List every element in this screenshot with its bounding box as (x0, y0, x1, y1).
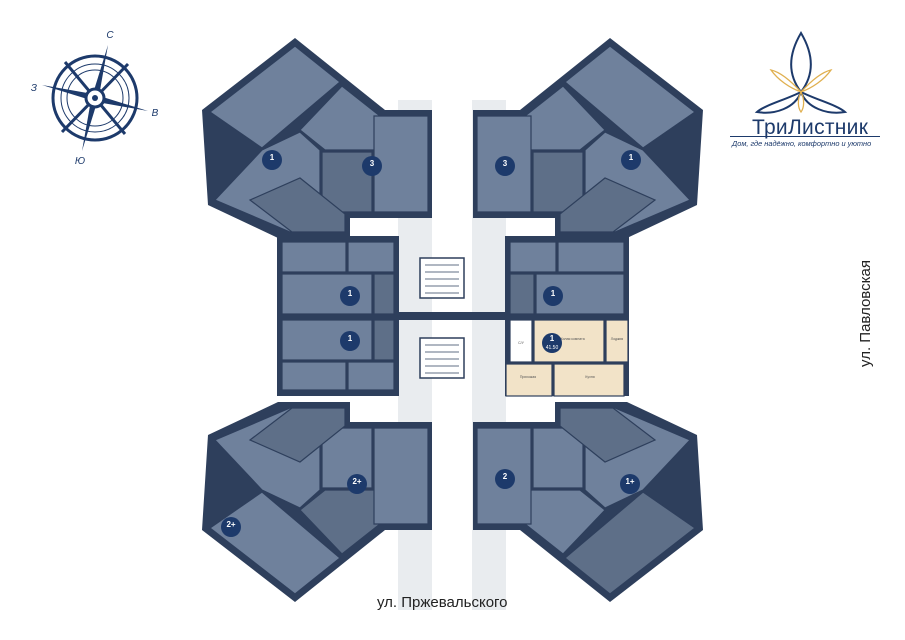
apartment-badge[interactable] (542, 333, 562, 353)
apartment-rooms: 1 (348, 289, 353, 298)
wing-bottom-right (473, 402, 703, 602)
apartment-badge[interactable]: 1 (621, 150, 641, 170)
street-label-right: ул. Павловская (856, 260, 874, 367)
bathroom-label: С/У (518, 341, 525, 345)
kitchen-label: Кухня (585, 375, 594, 379)
street-label-bottom: ул. Пржевальского (377, 594, 508, 611)
logo-tagline: Дом, где надёжно, комфортно и уютно (732, 139, 872, 148)
apartment-rooms: 1+ (625, 477, 634, 486)
bathroom[interactable] (509, 319, 533, 363)
apartment-rooms: 1 (348, 334, 353, 343)
apartment-badge[interactable]: 3 (362, 156, 382, 176)
kitchen[interactable] (553, 363, 625, 397)
apartment-rooms: 1 (551, 289, 556, 298)
apartment-badge[interactable]: 1 (340, 331, 360, 351)
apartment-badge[interactable]: 1 (340, 286, 360, 306)
living-room-label: Жилая комната (559, 337, 584, 341)
apartment-rooms: 2+ (352, 477, 361, 486)
staircase (419, 257, 465, 299)
apartment-rooms: 3 (370, 159, 375, 168)
apartment-rooms: 1 (550, 334, 555, 343)
compass-north-label: С (106, 30, 114, 41)
apartment-badge[interactable]: 2+ (221, 517, 241, 537)
hall[interactable] (505, 363, 553, 397)
apartment-badge[interactable]: 1 (543, 286, 563, 306)
apartment-badge[interactable]: 3 (495, 156, 515, 176)
trefoil-logo-icon (754, 31, 848, 114)
apartment-rooms: 2+ (226, 520, 235, 529)
wing-bottom-left (202, 402, 432, 602)
apartment-rooms: 1 (270, 153, 275, 162)
logo-title: ТриЛистник (752, 116, 869, 139)
staircase (419, 337, 465, 379)
selected-apartment[interactable]: Жилая комната Кухня Прихожая С/У Лоджия … (505, 319, 629, 397)
apartment-rooms: 3 (503, 159, 508, 168)
compass-east-label: В (152, 108, 159, 119)
apartment-badges: 1 3 3 1 1 1 1 2+ 2+ 2 1+ (221, 150, 641, 537)
apartment-area: 41.50 (546, 345, 559, 351)
apartment-rooms: 2 (503, 472, 508, 481)
loggia[interactable] (605, 319, 629, 363)
block-middle-left (277, 236, 399, 396)
apartment-badge[interactable]: 2 (495, 469, 515, 489)
logo-divider (730, 136, 880, 137)
apartment-badge[interactable]: 1+ (620, 474, 640, 494)
apartment-rooms: 1 (629, 153, 634, 162)
hall-label: Прихожая (520, 375, 536, 379)
apartment-badge[interactable]: 2+ (347, 474, 367, 494)
compass-south-label: Ю (75, 156, 85, 167)
compass-rose-icon (42, 45, 148, 151)
compass-west-label: З (31, 83, 37, 94)
wing-top-right (473, 38, 703, 238)
loggia-label: Лоджия (611, 337, 624, 341)
apartment-badge[interactable]: 1 (262, 150, 282, 170)
wing-top-left (202, 38, 432, 238)
